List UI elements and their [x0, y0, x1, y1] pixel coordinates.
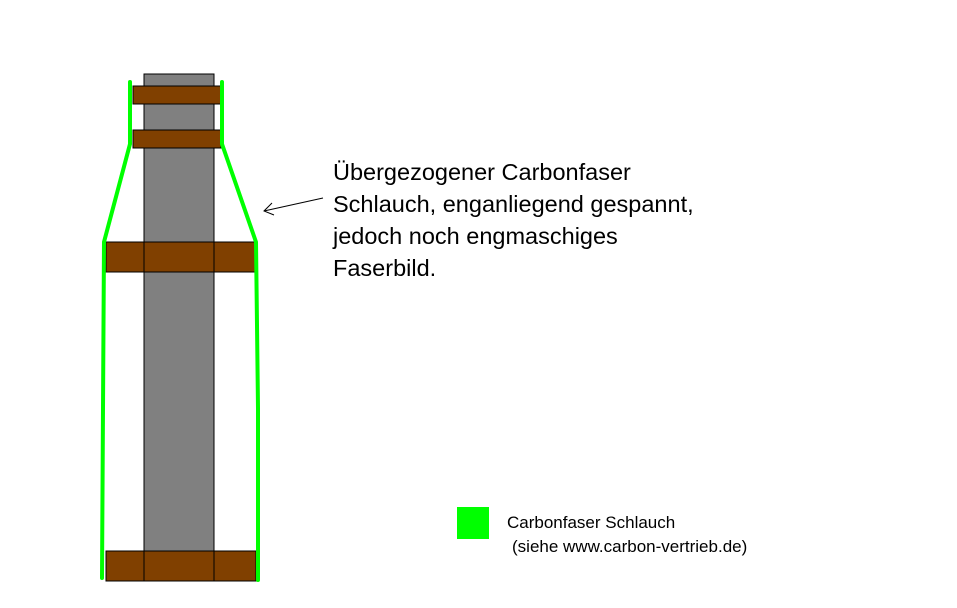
legend-source: (siehe www.carbon-vertrieb.de) [512, 537, 748, 556]
arrow-pointing-left-icon [263, 197, 324, 216]
annotation-line-4: Faserbild. [333, 255, 437, 281]
annotation-line-3: jedoch noch engmaschiges [333, 223, 618, 249]
wide-ring-upper [105, 241, 257, 273]
wide-ring-lower [105, 550, 257, 582]
narrow-ring-top [132, 85, 222, 105]
narrow-ring-second [132, 129, 222, 149]
annotation-line-1: Übergezogener Carbonfaser [333, 159, 631, 185]
sleeve-right-outline [220, 80, 260, 582]
legend-label: Carbonfaser Schlauch [507, 513, 676, 532]
annotation-line-2: Schlauch, enganliegend gespannt, [333, 191, 694, 217]
sleeve-left-outline [100, 80, 132, 580]
legend-swatch [457, 507, 489, 539]
core-rod [143, 73, 215, 582]
sleeve-annotation: Übergezogener Carbonfaser Schlauch, enga… [333, 156, 893, 284]
